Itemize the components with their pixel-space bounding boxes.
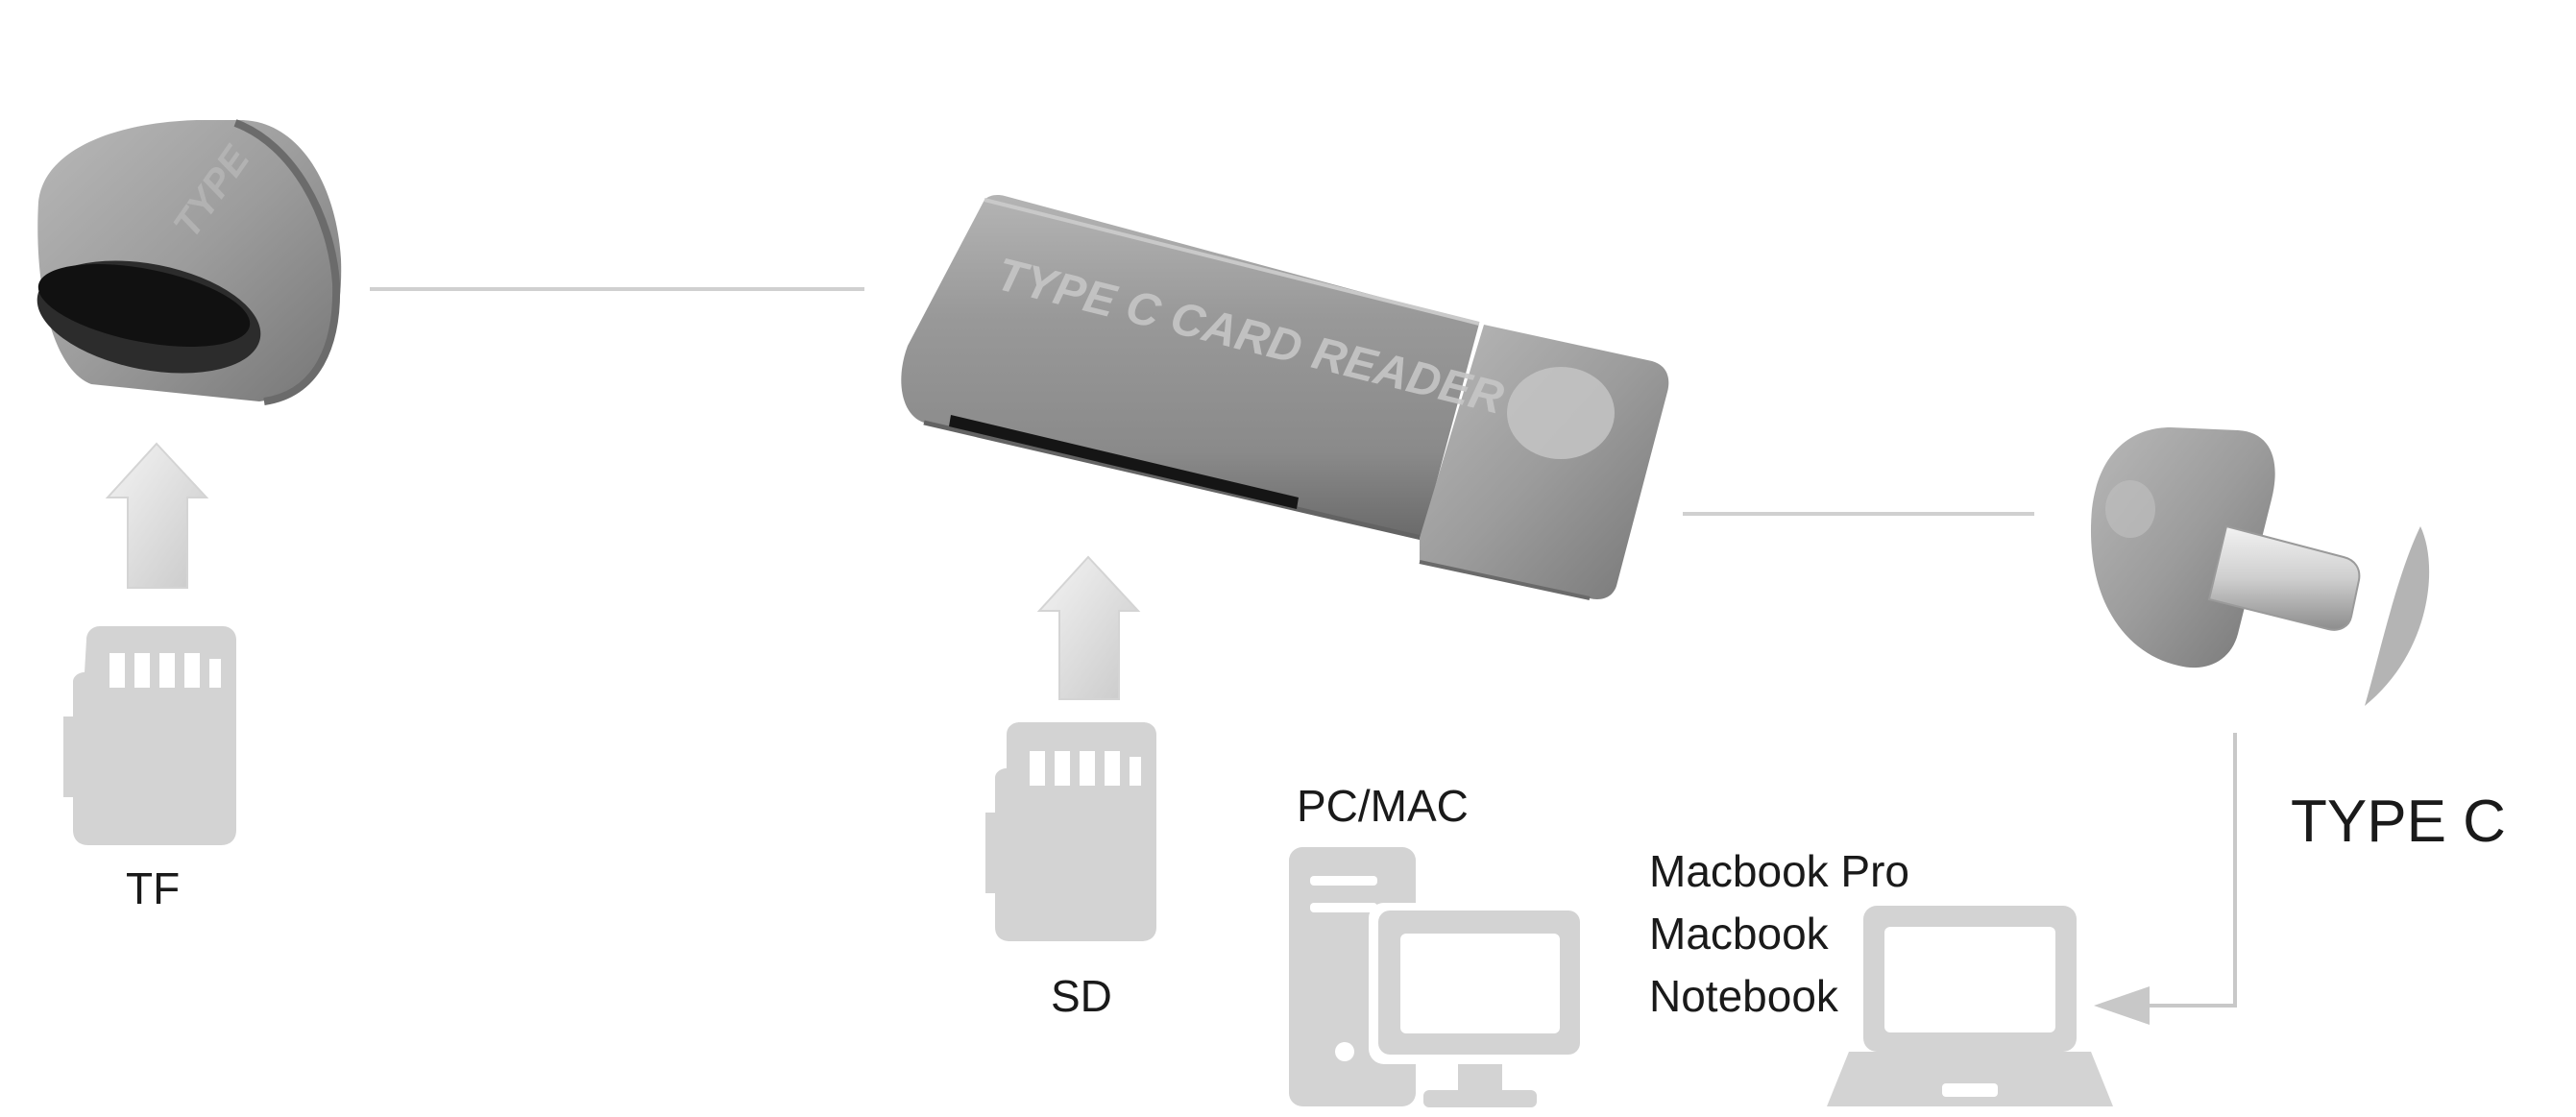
laptop-label-line-1: Macbook Pro (1649, 846, 1910, 896)
sd-label: SD (1051, 971, 1112, 1021)
tf-label: TF (126, 863, 181, 913)
laptop-label-line-2: Macbook (1649, 909, 1829, 959)
desktop-computer-icon (1289, 847, 1590, 1107)
laptop-label-line-3: Notebook (1649, 971, 1838, 1021)
pc-mac-label: PC/MAC (1297, 781, 1469, 831)
card-reader-image: TYPE C CARD READER (901, 195, 1669, 600)
tf-cap-image: TYPE (36, 119, 342, 405)
up-arrow-icon (105, 442, 209, 589)
type-c-label: TYPE C (2291, 789, 2506, 855)
arrow-left-icon (2094, 986, 2150, 1025)
laptop-icon (1827, 906, 2113, 1106)
up-arrow-icon (1036, 555, 1141, 700)
laptop-connection-line (2144, 733, 2237, 1008)
microsd-card-icon (985, 722, 1156, 941)
microsd-card-icon (63, 626, 236, 845)
type-c-adapter-image (2090, 427, 2430, 706)
